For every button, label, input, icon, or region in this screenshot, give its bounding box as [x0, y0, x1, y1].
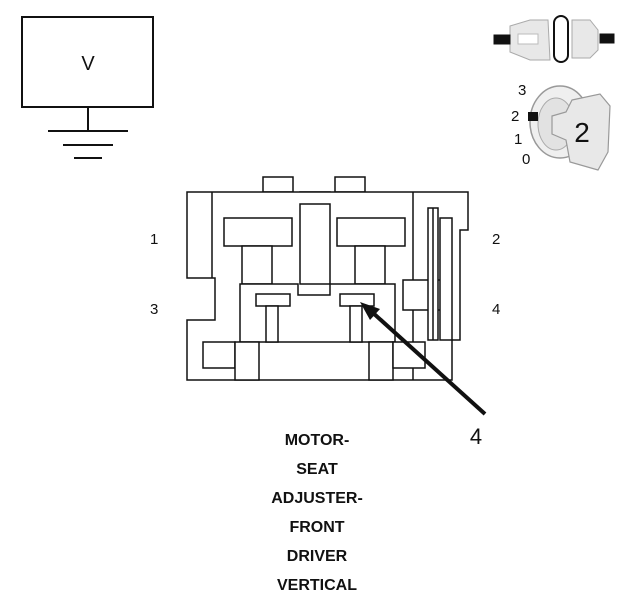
- switch-pos-label: 3: [518, 82, 526, 99]
- connector-body: [186, 176, 469, 381]
- caption-line: ADJUSTER-: [271, 490, 363, 507]
- switch-position-marker: [528, 112, 538, 121]
- pin-label-4: 4: [492, 301, 500, 318]
- pin-label-3: 3: [150, 301, 158, 318]
- ignition-key-icon: [493, 15, 615, 63]
- callout-arrow: [360, 302, 487, 416]
- switch-pos-label: 1: [514, 131, 522, 148]
- callout-label: 4: [470, 424, 482, 449]
- voltmeter-label: V: [81, 53, 95, 75]
- caption-line: VERTICAL: [277, 577, 357, 594]
- caption-line: SEAT: [296, 461, 338, 478]
- voltmeter-symbol: [21, 16, 154, 159]
- ignition-switch-icon: [528, 85, 611, 171]
- pin-label-2: 2: [492, 231, 500, 248]
- caption-line: FRONT: [289, 519, 345, 536]
- switch-pos-label: 2: [511, 108, 519, 125]
- pin-label-1: 1: [150, 231, 158, 248]
- caption-line: MOTOR-: [284, 432, 350, 449]
- switch-pos-label: 0: [522, 151, 530, 168]
- arrowhead-icon: [360, 302, 380, 320]
- caption-line: DRIVER: [286, 548, 348, 565]
- switch-selected-position: 2: [574, 117, 590, 148]
